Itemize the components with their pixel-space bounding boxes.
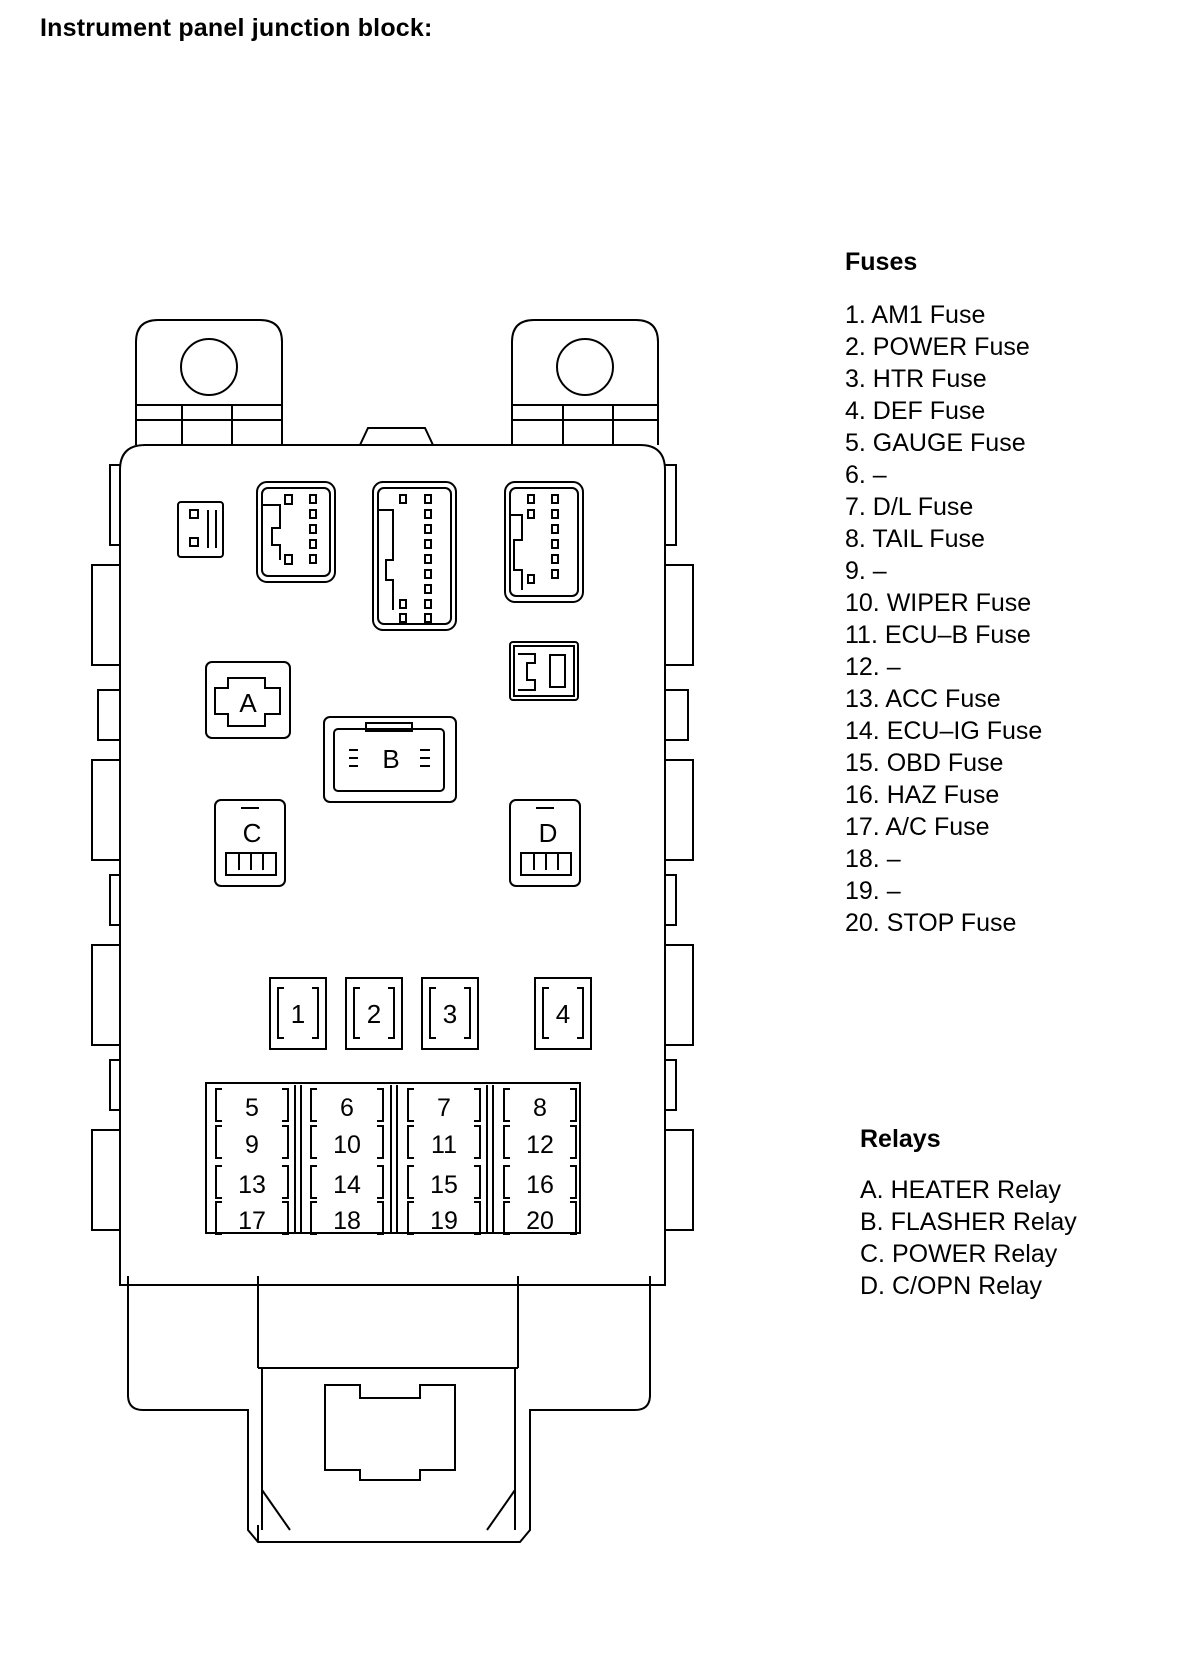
fuse-legend-item: 2. POWER Fuse — [845, 333, 1030, 361]
junction-block-diagram: A B C D 1 2 3 4 — [91, 319, 694, 1543]
fuse-legend-item: 15. OBD Fuse — [845, 749, 1004, 777]
relay-label-d: D — [539, 818, 558, 848]
large-fuse-1 — [269, 977, 327, 1050]
connector-upper-1 — [256, 481, 336, 583]
fuse-legend-item: 6. – — [845, 461, 887, 489]
fuse-column-divider — [294, 1085, 302, 1232]
bottom-connector — [127, 1276, 651, 1543]
large-fuse-2 — [345, 977, 403, 1050]
fuse-legend-heading: Fuses — [845, 248, 918, 276]
top-latch — [359, 427, 434, 446]
small-fuse-label: 19 — [430, 1207, 458, 1235]
small-fuse-slot — [407, 1165, 481, 1199]
relay-legend-heading: Relays — [860, 1125, 941, 1153]
small-fuse-label: 15 — [430, 1171, 458, 1199]
small-fuse-slot — [310, 1125, 384, 1159]
small-fuse-slot — [215, 1088, 289, 1122]
small-fuse-slot — [215, 1165, 289, 1199]
small-fuse-slot — [503, 1125, 577, 1159]
small-fuse-label: 6 — [340, 1094, 354, 1122]
small-fuse-slot — [407, 1088, 481, 1122]
large-fuse-label-4: 4 — [556, 999, 570, 1029]
small-fuse-label: 10 — [333, 1131, 361, 1159]
small-fuse-label: 18 — [333, 1207, 361, 1235]
connector-upper-3 — [504, 481, 584, 603]
small-fuse-label: 11 — [431, 1131, 457, 1159]
fuse-legend-item: 1. AM1 Fuse — [845, 301, 986, 329]
small-fuse-slot — [503, 1088, 577, 1122]
relay-d: D — [509, 799, 581, 887]
small-fuse-slot — [310, 1088, 384, 1122]
fuse-legend-item: 20. STOP Fuse — [845, 909, 1017, 937]
small-fuse-panel — [205, 1082, 581, 1234]
small-fuse-slot — [215, 1201, 289, 1235]
small-fuse-label: 16 — [526, 1171, 554, 1199]
small-fuse-slot — [503, 1201, 577, 1235]
side-clips-right — [665, 464, 694, 1231]
small-fuse-label: 20 — [526, 1207, 554, 1235]
page-title: Instrument panel junction block: — [40, 14, 433, 42]
fuse-legend-item: 7. D/L Fuse — [845, 493, 974, 521]
relay-label-b: B — [382, 744, 399, 774]
small-fuse-label: 12 — [526, 1131, 554, 1159]
relay-list: A. HEATER Relay B. FLASHER Relay C. POWER … — [860, 1174, 1077, 1302]
small-fuse-slot — [407, 1201, 481, 1235]
fuse-legend: Fuses 1. AM1 Fuse 2. POWER Fuse 3. HTR Fus… — [845, 248, 1042, 939]
mounting-tab-left — [135, 319, 283, 445]
small-fuse-slot — [310, 1201, 384, 1235]
small-fuse-label: 14 — [333, 1171, 361, 1199]
relay-b: B — [323, 716, 457, 803]
relay-legend-item: D. C/OPN Relay — [860, 1272, 1042, 1300]
large-fuses: 1 2 3 4 — [269, 977, 592, 1050]
fuse-legend-item: 16. HAZ Fuse — [845, 781, 1000, 809]
large-fuse-4 — [534, 977, 592, 1050]
small-fuse-label: 13 — [238, 1171, 266, 1199]
large-fuse-label-2: 2 — [367, 999, 381, 1029]
relay-legend-item: A. HEATER Relay — [860, 1176, 1061, 1204]
fuse-legend-item: 10. WIPER Fuse — [845, 589, 1032, 617]
small-fuse-slot — [215, 1125, 289, 1159]
connector-small-top-left — [177, 501, 224, 558]
fuse-legend-item: 12. – — [845, 653, 901, 681]
small-fuse-label: 9 — [245, 1131, 259, 1159]
mounting-tab-right — [511, 319, 659, 445]
large-fuse-label-3: 3 — [443, 999, 457, 1029]
small-fuse-label: 8 — [533, 1094, 547, 1122]
fuse-legend-item: 17. A/C Fuse — [845, 813, 990, 841]
large-fuse-3 — [421, 977, 479, 1050]
fuse-legend-item: 11. ECU–B Fuse — [845, 621, 1031, 649]
small-fuse-slot — [310, 1165, 384, 1199]
fuse-legend-item: 5. GAUGE Fuse — [845, 429, 1026, 457]
relay-legend-item: C. POWER Relay — [860, 1240, 1058, 1268]
relay-label-a: A — [239, 688, 257, 718]
fuse-legend-item: 8. TAIL Fuse — [845, 525, 985, 553]
small-fuse-label: 7 — [437, 1094, 451, 1122]
fuse-list: 1. AM1 Fuse 2. POWER Fuse 3. HTR Fuse 4. DE… — [845, 299, 1042, 939]
fuse-legend-item: 9. – — [845, 557, 887, 585]
fuse-column-divider — [390, 1085, 398, 1232]
side-clips-left — [91, 464, 120, 1231]
small-fuse-slot — [407, 1125, 481, 1159]
connector-small-right — [509, 641, 579, 701]
small-fuse-slot — [503, 1165, 577, 1199]
small-fuse-label: 5 — [245, 1094, 259, 1122]
large-fuse-label-1: 1 — [291, 999, 305, 1029]
fuse-legend-item: 14. ECU–IG Fuse — [845, 717, 1043, 745]
connector-upper-2 — [372, 481, 457, 631]
fuse-column-divider — [486, 1085, 494, 1232]
fuse-legend-item: 19. – — [845, 877, 901, 905]
relay-label-c: C — [243, 818, 262, 848]
fuse-legend-item: 13. ACC Fuse — [845, 685, 1001, 713]
small-fuse-label: 17 — [238, 1207, 266, 1235]
relay-legend-item: B. FLASHER Relay — [860, 1208, 1077, 1236]
fuse-legend-item: 18. – — [845, 845, 901, 873]
fuse-legend-item: 3. HTR Fuse — [845, 365, 987, 393]
relay-a: A — [205, 661, 291, 739]
fuse-legend-item: 4. DEF Fuse — [845, 397, 986, 425]
housing-body — [119, 444, 666, 1286]
small-fuse-grid: 5 6 7 8 9 10 11 12 13 14 15 16 17 18 19 20 — [215, 1085, 577, 1235]
relay-c: C — [214, 799, 286, 887]
